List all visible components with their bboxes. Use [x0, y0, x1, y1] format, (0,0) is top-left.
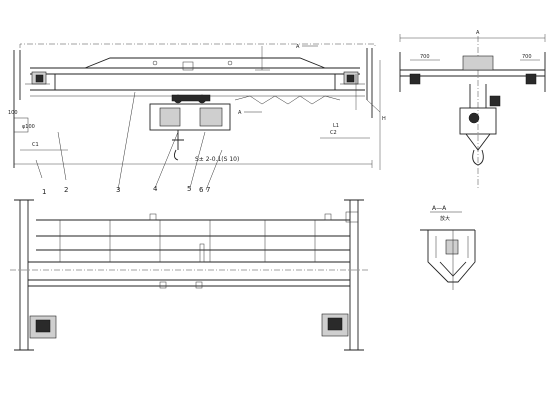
- dim-700-right: 700: [522, 54, 532, 60]
- plan-view: [10, 199, 370, 351]
- callout-1: 1: [42, 188, 46, 196]
- c2-dimension: C2: [330, 130, 337, 136]
- phi-dimension: φ100: [22, 124, 35, 130]
- callout-3: 3: [116, 186, 120, 194]
- section-caption: 放大: [440, 215, 450, 222]
- h-dimension: H: [382, 116, 386, 122]
- callout-2: 2: [64, 186, 68, 194]
- label-100: 100: [8, 110, 18, 116]
- section-a-a: A—A 放大: [420, 205, 476, 290]
- callout-7: 7: [206, 186, 210, 194]
- callout-4: 4: [153, 185, 158, 193]
- section-title: A—A: [432, 205, 447, 212]
- l1-dimension: L1: [333, 123, 339, 129]
- section-mark-top: A: [296, 44, 300, 50]
- c1-dimension: C1: [32, 142, 39, 148]
- callout-leaders: [35, 91, 223, 191]
- dim-700-left: 700: [420, 54, 430, 60]
- callout-6: 6: [199, 186, 204, 194]
- span-dimension: S± 2-0.1(S 10): [195, 156, 239, 163]
- front-elevation: S± 2-0.1(S 10) C1 φ100 100 C2 L1 H A A: [8, 43, 386, 170]
- callout-5: 5: [187, 185, 191, 193]
- section-mark-bottom: A: [238, 110, 242, 116]
- callouts: 1 2 3 4 5 6 7: [42, 185, 210, 196]
- side-view-label-a: A: [476, 30, 480, 36]
- side-view: 700 700 A: [399, 30, 546, 190]
